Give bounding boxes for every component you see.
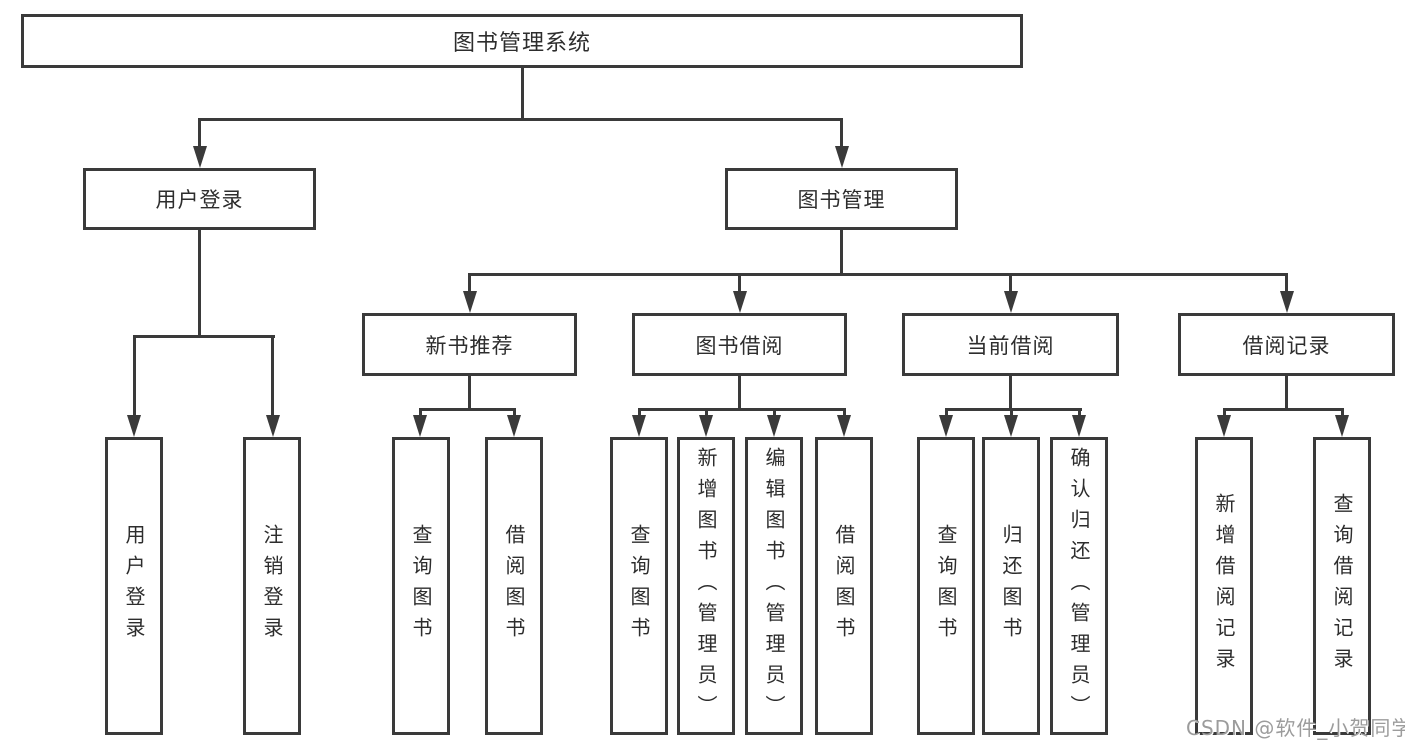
leaf-label: 借阅图书 — [832, 524, 856, 648]
leaf-label: 新增图书（管理员） — [694, 446, 718, 726]
arrowhead-down-icon — [837, 415, 851, 437]
leaf-label: 借阅图书 — [502, 524, 526, 648]
connector-line — [637, 408, 846, 411]
connector-line — [198, 230, 201, 337]
connector-line — [1009, 273, 1012, 291]
arrowhead-down-icon — [767, 415, 781, 437]
leaf-query-borrow-record: 查询借阅记录 — [1313, 437, 1371, 735]
leaf-edit-book-admin: 编辑图书（管理员） — [745, 437, 803, 735]
connector-line — [1285, 376, 1288, 408]
node-root-system: 图书管理系统 — [21, 14, 1023, 68]
leaf-label: 注销登录 — [260, 524, 284, 648]
leaf-query-books-recommend: 查询图书 — [392, 437, 450, 735]
arrowhead-down-icon — [1072, 415, 1086, 437]
connector-line — [468, 376, 471, 408]
leaf-add-book-admin: 新增图书（管理员） — [677, 437, 735, 735]
connector-line — [198, 118, 843, 121]
arrowhead-down-icon — [1279, 291, 1294, 313]
arrowhead-down-icon — [1003, 291, 1018, 313]
node-new-book-recommend: 新书推荐 — [362, 313, 577, 376]
leaf-user-login: 用户登录 — [105, 437, 163, 735]
connector-line — [772, 408, 776, 415]
connector-line — [840, 230, 843, 273]
node-book-management: 图书管理 — [725, 168, 958, 230]
connector-line — [944, 408, 1082, 411]
csdn-watermark: CSDN @软件_小贺同学 — [1186, 716, 1405, 740]
connector-line — [468, 273, 1288, 276]
arrowhead-down-icon — [462, 291, 477, 313]
connector-line — [132, 335, 275, 338]
leaf-label: 归还图书 — [999, 524, 1023, 648]
node-current-borrowing: 当前借阅 — [902, 313, 1119, 376]
connector-line — [842, 408, 846, 415]
connector-line — [1077, 408, 1081, 415]
leaf-label: 用户登录 — [122, 524, 146, 648]
arrowhead-down-icon — [192, 146, 207, 168]
arrowhead-down-icon — [507, 415, 521, 437]
connector-line — [738, 376, 741, 408]
connector-line — [1340, 408, 1344, 415]
connector-line — [418, 408, 516, 411]
connector-line — [1285, 273, 1288, 291]
connector-line — [520, 68, 524, 118]
leaf-label: 查询图书 — [627, 524, 651, 648]
arrowhead-down-icon — [632, 415, 646, 437]
connector-line — [512, 408, 516, 415]
connector-line — [271, 335, 274, 415]
leaf-label: 确认归还（管理员） — [1067, 446, 1091, 726]
arrowhead-down-icon — [1335, 415, 1349, 437]
leaf-add-borrow-record: 新增借阅记录 — [1195, 437, 1253, 735]
leaf-return-book: 归还图书 — [982, 437, 1040, 735]
arrowhead-down-icon — [127, 415, 141, 437]
leaf-query-books-borrowing: 查询图书 — [610, 437, 668, 735]
leaf-borrow-books-recommend: 借阅图书 — [485, 437, 543, 735]
connector-line — [1222, 408, 1344, 411]
connector-line — [704, 408, 708, 415]
arrowhead-down-icon — [834, 146, 849, 168]
leaf-logout: 注销登录 — [243, 437, 301, 735]
leaf-confirm-return-admin: 确认归还（管理员） — [1050, 437, 1108, 735]
leaf-label: 查询图书 — [934, 524, 958, 648]
connector-line — [738, 273, 741, 291]
connector-line — [132, 335, 136, 415]
connector-line — [637, 408, 641, 415]
connector-line — [418, 408, 422, 415]
connector-line — [944, 408, 948, 415]
arrowhead-down-icon — [1004, 415, 1018, 437]
leaf-label: 查询图书 — [409, 524, 433, 648]
arrowhead-down-icon — [413, 415, 427, 437]
arrowhead-down-icon — [1217, 415, 1231, 437]
leaf-borrow-books-borrowing: 借阅图书 — [815, 437, 873, 735]
connector-line — [468, 273, 471, 291]
leaf-query-books-current: 查询图书 — [917, 437, 975, 735]
leaf-label: 编辑图书（管理员） — [762, 446, 786, 726]
node-book-borrowing: 图书借阅 — [632, 313, 847, 376]
connector-line — [1222, 408, 1226, 415]
leaf-label: 新增借阅记录 — [1212, 493, 1236, 679]
arrowhead-down-icon — [699, 415, 713, 437]
connector-line — [840, 118, 843, 146]
arrowhead-down-icon — [939, 415, 953, 437]
leaf-label: 查询借阅记录 — [1330, 493, 1354, 679]
node-borrowing-records: 借阅记录 — [1178, 313, 1395, 376]
connector-line — [1009, 408, 1013, 415]
node-user-login: 用户登录 — [83, 168, 316, 230]
arrowhead-down-icon — [265, 415, 280, 437]
arrowhead-down-icon — [732, 291, 747, 313]
connector-line — [198, 118, 201, 146]
connector-line — [1009, 376, 1012, 408]
